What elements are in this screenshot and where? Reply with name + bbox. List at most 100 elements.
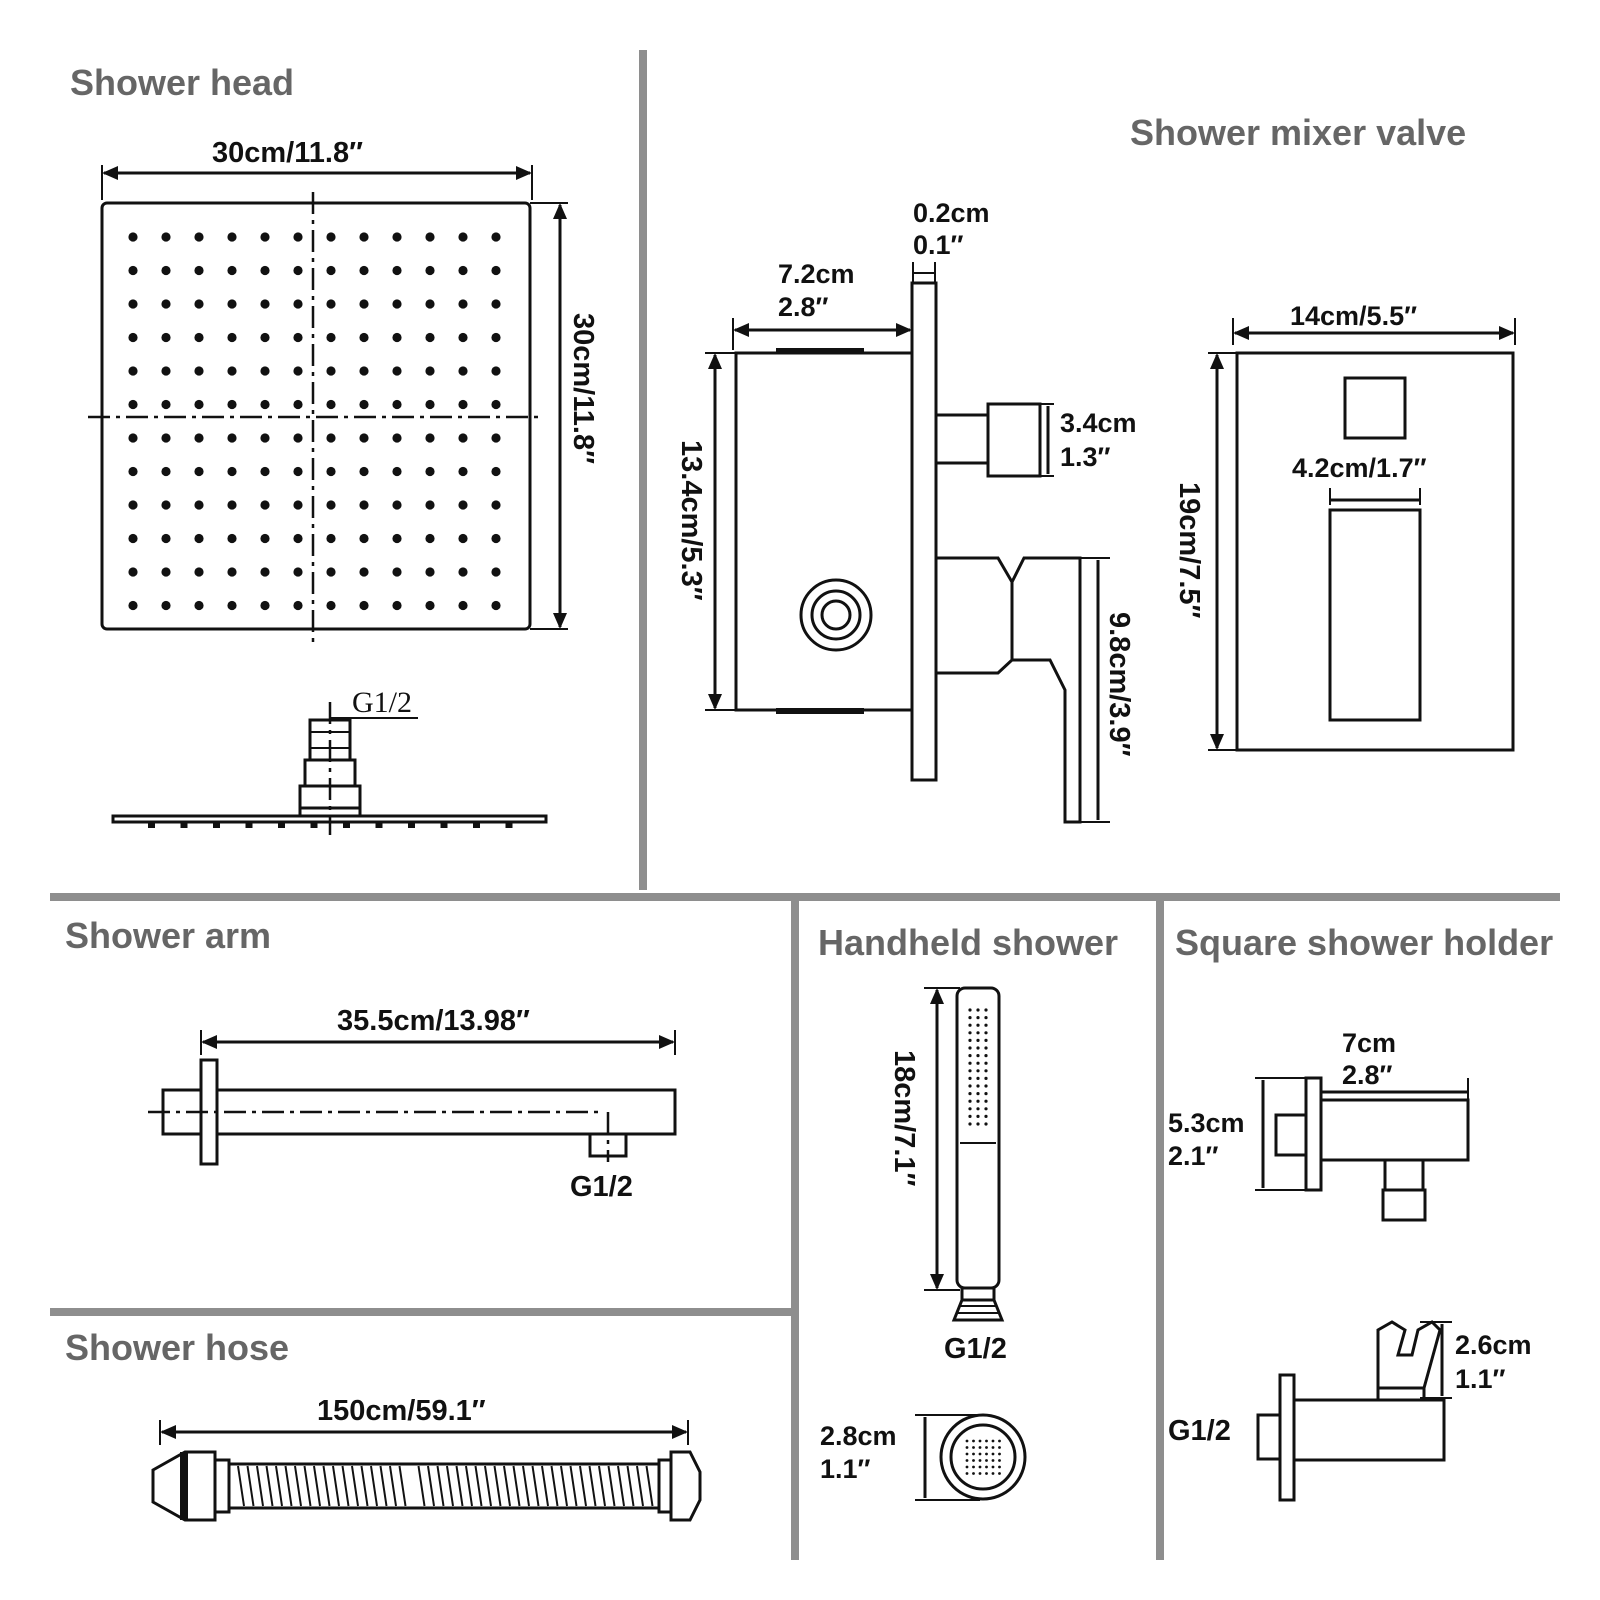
nozzle <box>392 600 402 611</box>
nozzle <box>359 466 369 477</box>
hose-coil <box>360 1465 369 1507</box>
shower-head-side-nozzles <box>148 822 513 828</box>
shower-head-width-label: 30cm/11.8″ <box>212 137 363 169</box>
nozzle <box>260 399 270 410</box>
holder-side-stub <box>1274 1113 1308 1157</box>
nozzle <box>293 567 303 577</box>
nozzle <box>161 567 171 577</box>
nozzle <box>425 533 435 544</box>
nozzle <box>293 466 303 477</box>
handheld-spray-holes <box>968 1008 988 1126</box>
spray-hole <box>968 1069 972 1073</box>
nozzle <box>293 533 303 544</box>
nozzle <box>128 567 138 577</box>
spray-hole <box>968 1114 972 1118</box>
side-nozzle <box>180 822 188 828</box>
nozzle <box>458 399 468 410</box>
spray-hole <box>976 1069 980 1073</box>
hose-coil <box>607 1465 616 1507</box>
shower-head-panel: Shower head 30cm/11.8″ 30cm/11.8″ <box>70 62 599 835</box>
nozzle <box>392 433 402 443</box>
nozzle <box>326 299 336 309</box>
spray-hole <box>968 1122 972 1126</box>
handheld-face-inner <box>949 1423 1017 1491</box>
nozzle <box>458 567 468 577</box>
nozzle <box>227 366 237 376</box>
nozzle <box>161 232 171 242</box>
hose-coil <box>503 1465 511 1507</box>
mixer-valve-front-view: 4.2cm/1.7″ <box>1235 351 1515 752</box>
hose-coil <box>598 1465 606 1507</box>
shower-arm-panel: Shower arm 35.5cm/13.98″ G1/2 <box>65 915 677 1203</box>
spray-hole <box>968 1084 972 1088</box>
nozzle <box>425 500 435 510</box>
nozzle <box>359 332 369 343</box>
face-hole <box>998 1459 1001 1462</box>
spray-hole <box>968 1054 972 1058</box>
shower-hose-title: Shower hose <box>65 1327 289 1368</box>
nozzle <box>458 533 468 544</box>
nozzle <box>227 500 237 510</box>
spray-hole <box>984 1107 988 1111</box>
mixer-valve-body-height-dimension: 13.4cm/5.3″ <box>675 352 736 711</box>
holder-cradle-cm: 2.6cm <box>1455 1330 1532 1360</box>
mixer-valve-handle-width-label: 4.2cm/1.7″ <box>1292 453 1427 483</box>
nozzle <box>128 433 138 443</box>
face-hole <box>972 1472 975 1475</box>
nozzle <box>491 232 501 242</box>
shower-hose-coils <box>237 1465 654 1507</box>
side-nozzle <box>440 822 448 828</box>
nozzle <box>227 433 237 443</box>
shower-head-width-dimension: 30cm/11.8″ <box>101 137 533 200</box>
nozzle <box>392 533 402 544</box>
nozzle <box>326 567 336 577</box>
holder-height-in: 2.1″ <box>1168 1141 1219 1171</box>
face-hole <box>978 1459 982 1462</box>
holder-front-cradle-base <box>1376 1386 1426 1402</box>
mixer-valve-plate-width-dimension: 14cm/5.5″ <box>1232 301 1516 345</box>
hose-coil <box>417 1465 426 1507</box>
holder-cradle-in: 1.1″ <box>1455 1364 1506 1394</box>
hose-coil <box>626 1465 635 1507</box>
nozzle <box>359 433 369 443</box>
nozzle <box>293 265 303 276</box>
nozzle <box>260 600 270 611</box>
nozzle <box>161 299 171 309</box>
nozzle <box>227 533 237 544</box>
spray-hole <box>984 1031 988 1035</box>
spray-hole <box>984 1046 988 1050</box>
shower-arm-thread-label: G1/2 <box>570 1171 633 1203</box>
nozzle <box>194 533 204 544</box>
nozzle <box>425 332 435 343</box>
face-hole <box>972 1459 975 1462</box>
nozzle <box>293 399 303 410</box>
nozzle <box>458 299 468 309</box>
hose-coil <box>370 1465 378 1507</box>
nozzle <box>194 265 204 276</box>
mixer-valve-inlet-core <box>820 599 852 631</box>
nozzle <box>161 265 171 276</box>
holder-front-flange <box>1278 1373 1296 1502</box>
holder-front-cradle <box>1376 1320 1442 1390</box>
nozzle <box>293 299 303 309</box>
hose-coil <box>275 1465 283 1507</box>
hose-coil <box>313 1465 321 1507</box>
nozzle <box>161 500 171 510</box>
spray-hole <box>984 1069 988 1073</box>
nozzle <box>293 366 303 376</box>
nozzle <box>326 500 336 510</box>
side-nozzle <box>473 822 480 828</box>
hose-coil <box>465 1465 473 1507</box>
nozzle <box>194 433 204 443</box>
spray-hole <box>976 1031 980 1035</box>
nozzle <box>326 232 336 242</box>
mixer-valve-outlet-dimension: 3.4cm 1.3″ <box>1040 403 1137 477</box>
mixer-valve-depth-cm: 7.2cm <box>778 259 855 289</box>
spray-hole <box>984 1008 988 1012</box>
spray-hole <box>984 1038 988 1042</box>
hose-coil <box>645 1465 654 1507</box>
spray-hole <box>968 1092 972 1096</box>
shower-head-thread-label: G1/2 <box>352 686 412 719</box>
holder-front-body <box>1292 1398 1446 1462</box>
